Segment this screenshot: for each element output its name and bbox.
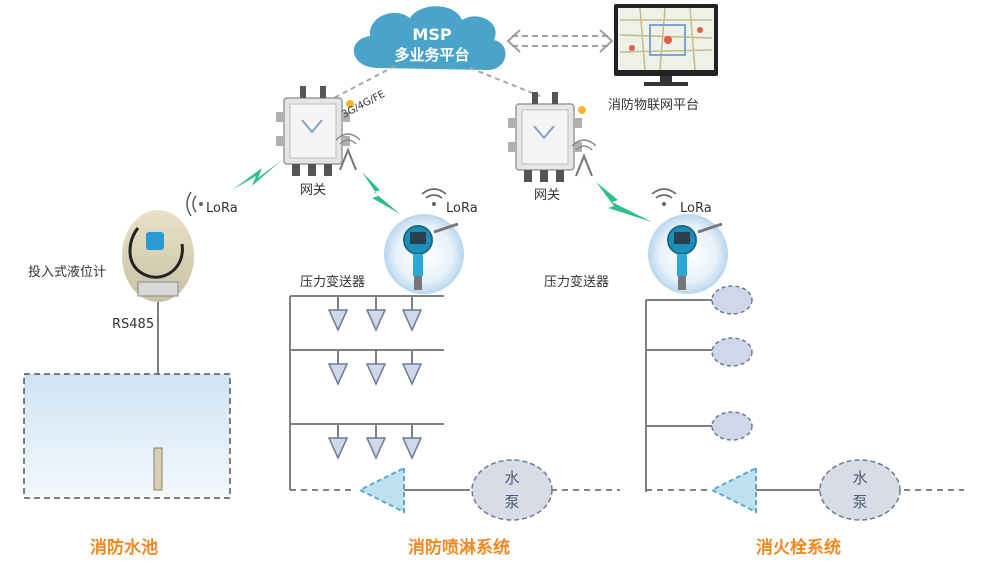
cloud-gateway1-link — [329, 65, 396, 101]
pressure-transmitter-1-label: 压力变送器 — [300, 274, 365, 290]
water-pump-1: 水 泵 — [471, 459, 553, 521]
pressure-transmitter-2 — [648, 214, 728, 294]
section-title-hydrant: 消火栓系统 — [756, 537, 841, 558]
pressure-transmitter-2-label: 压力变送器 — [544, 274, 609, 290]
gateway-device-icon — [276, 86, 354, 176]
gateway-2: 网关 — [508, 92, 597, 203]
sprinkler-nozzle-icon — [401, 437, 423, 460]
sprinkler-nozzle-icon — [365, 363, 387, 386]
wifi-icon — [651, 188, 677, 206]
check-valve-icon — [709, 466, 757, 514]
sprinkler-nozzles — [327, 309, 423, 460]
level-probe — [153, 447, 163, 491]
section-title-sprinkler: 消防喷淋系统 — [408, 537, 510, 558]
sprinkler-nozzle-icon — [401, 309, 423, 332]
level-meter — [122, 210, 194, 302]
hydrant-piping — [645, 299, 820, 492]
lora-label: LoRa — [446, 201, 478, 216]
cloud-subtitle: 多业务平台 — [394, 46, 469, 64]
lora-signal-3: LoRa — [651, 188, 712, 216]
antenna-icon — [571, 139, 597, 177]
lora-label: LoRa — [206, 201, 238, 216]
gateway-device-icon — [508, 92, 586, 182]
sprinkler-nozzle-icon — [365, 437, 387, 460]
cloud-icon — [353, 6, 506, 70]
monitor-map-icon — [614, 4, 718, 86]
antenna-icon — [335, 133, 361, 171]
lightning-icon — [362, 172, 400, 214]
cloud-monitor-link — [506, 29, 614, 53]
hydrant-outlet-icon — [711, 285, 753, 315]
section-title-pool: 消防水池 — [90, 537, 158, 558]
sprinkler-nozzle-icon — [327, 309, 349, 332]
gateway-1: 3G/4G/FE 网关 — [276, 86, 387, 198]
water-pump-2: 水 泵 — [819, 459, 901, 521]
hydrant-outlet-icon — [711, 411, 753, 441]
pump-label: 泵 — [852, 493, 867, 511]
rs485-label: RS485 — [112, 317, 154, 332]
lora-signal-1: LoRa — [186, 191, 238, 217]
cloud-title: MSP — [412, 25, 451, 44]
wifi-icon — [421, 188, 447, 206]
sprinkler-piping — [289, 295, 470, 491]
monitor-label: 消防物联网平台 — [608, 97, 699, 113]
sprinkler-nozzle-icon — [401, 363, 423, 386]
lightning-icon — [596, 182, 652, 222]
fire-water-pool — [23, 373, 231, 499]
level-meter-label: 投入式液位计 — [28, 264, 106, 280]
lora-signal-2: LoRa — [421, 188, 478, 216]
hydrant-outlet-icon — [711, 337, 753, 367]
sprinkler-nozzle-icon — [365, 309, 387, 332]
lora-label: LoRa — [680, 201, 712, 216]
cloud-gateway2-link — [469, 67, 541, 97]
sprinkler-nozzle-icon — [327, 437, 349, 460]
pressure-transmitter-1 — [384, 214, 464, 294]
gateway-1-label: 网关 — [300, 183, 326, 198]
sprinkler-nozzle-icon — [327, 363, 349, 386]
gateway-2-label: 网关 — [534, 188, 560, 203]
check-valve-icon — [357, 466, 405, 514]
msp-cloud: MSP 多业务平台 — [353, 6, 506, 70]
pump-label: 水 — [504, 469, 519, 487]
pump-label: 水 — [852, 469, 867, 487]
wifi-icon — [186, 191, 203, 217]
pump-label: 泵 — [504, 493, 519, 511]
lightning-icon — [232, 160, 282, 190]
hydrant-outlets — [711, 285, 753, 441]
